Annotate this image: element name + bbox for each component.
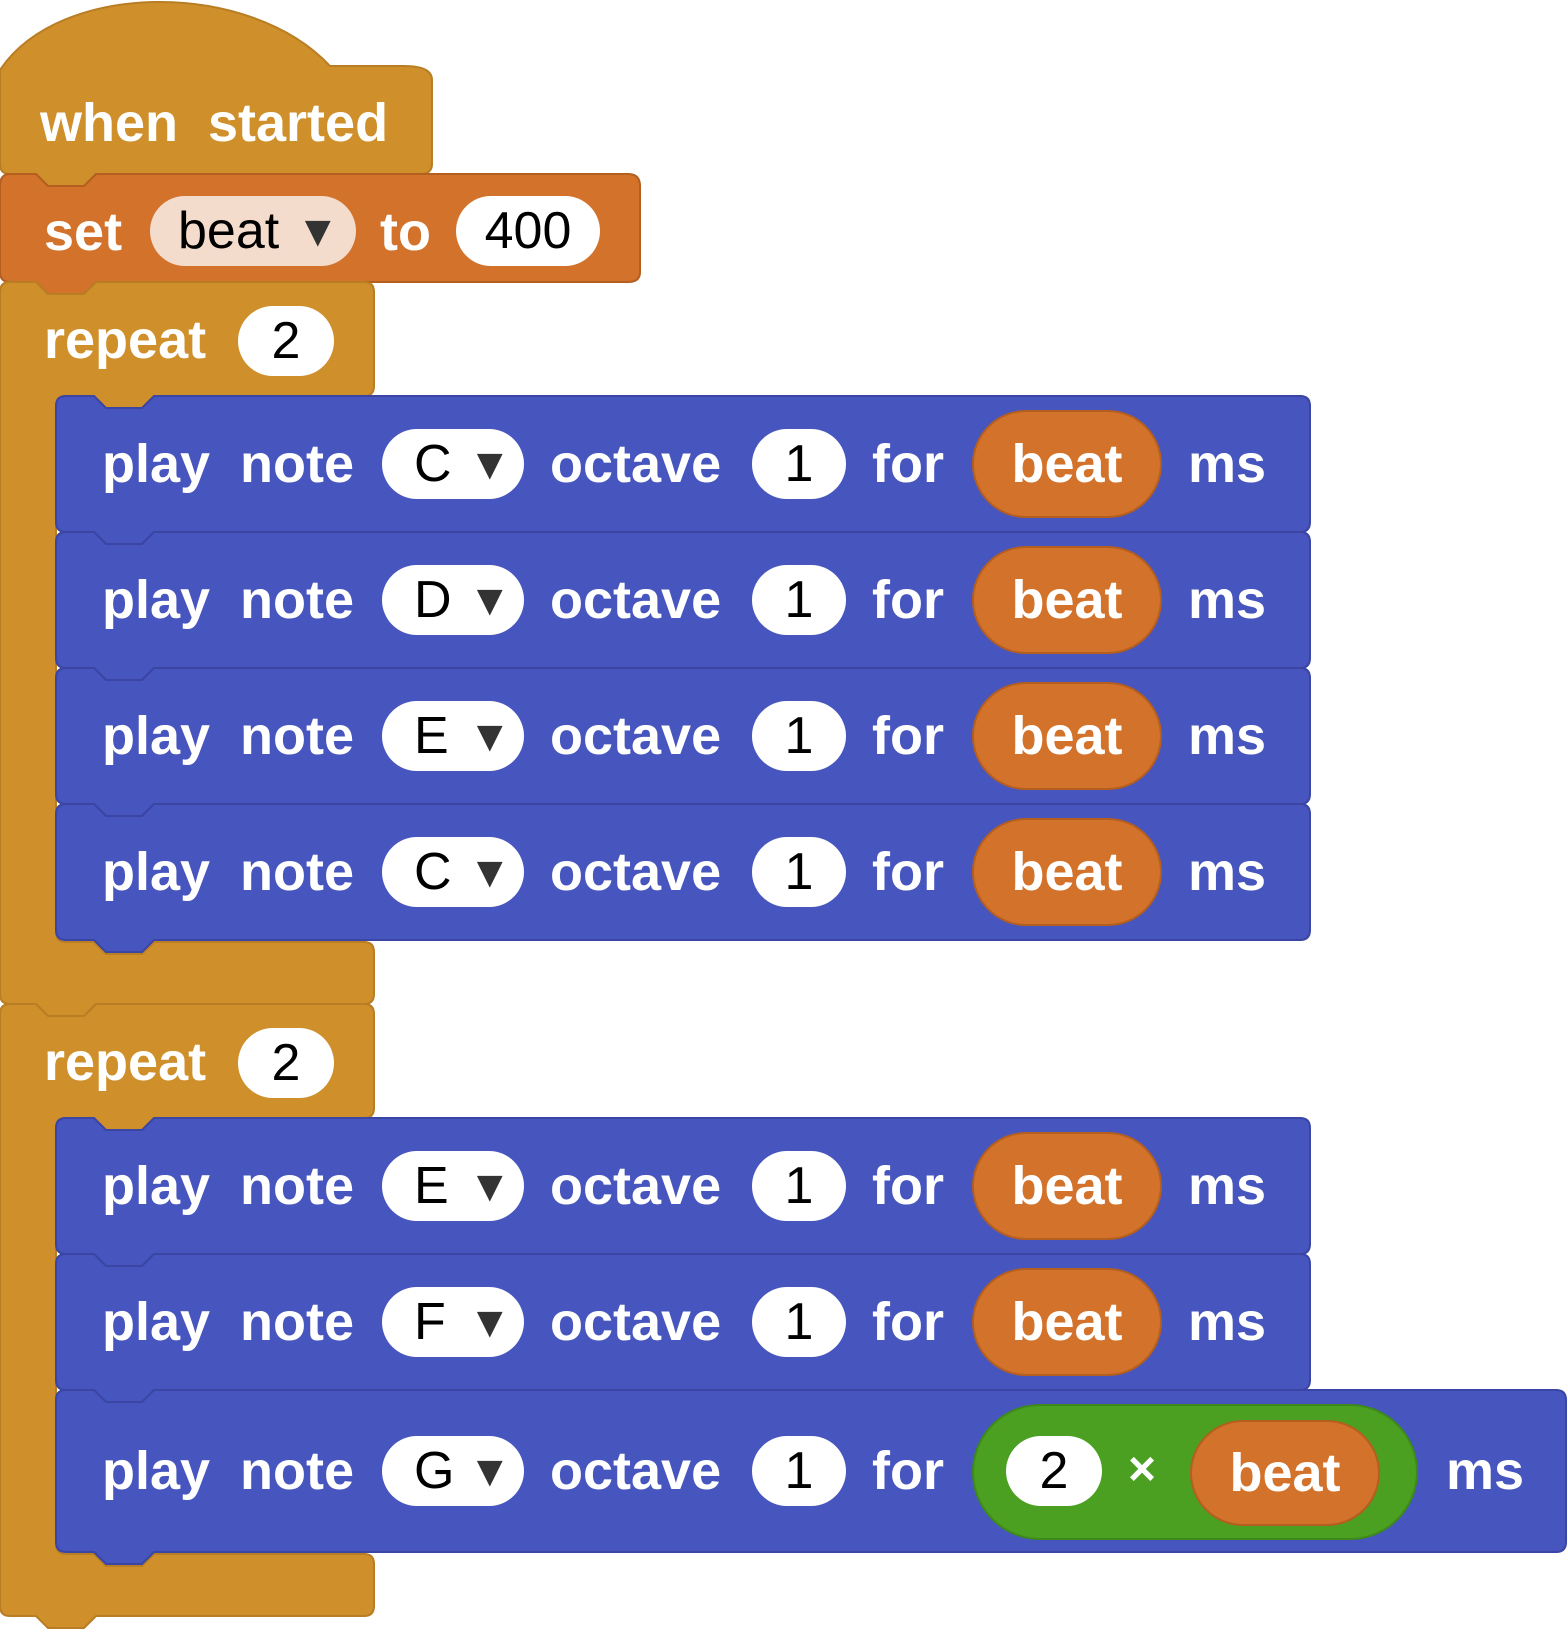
play-label: play [102, 1441, 211, 1501]
note-dropdown[interactable]: G▼ [382, 1436, 524, 1506]
triangle-down-icon: ▼ [468, 711, 512, 761]
octave-label: octave [550, 1292, 722, 1352]
ms-label: ms [1188, 570, 1267, 630]
beat-variable[interactable]: beat [972, 1268, 1162, 1376]
note-value: G [414, 1442, 455, 1500]
repeat-label-2: repeat [44, 1032, 207, 1092]
note-dropdown[interactable]: E▼ [382, 701, 524, 771]
play-label: play [102, 1292, 211, 1352]
started-label: started [208, 93, 389, 153]
note-value: C [414, 435, 452, 493]
ms-label: ms [1188, 434, 1267, 494]
beat-variable[interactable]: beat [972, 818, 1162, 926]
for-label: for [872, 1292, 944, 1352]
multiply-icon: × [1128, 1443, 1157, 1496]
repeat-label-1: repeat [44, 310, 207, 370]
for-label: for [872, 434, 944, 494]
octave-label: octave [550, 1156, 722, 1216]
repeat-block-2[interactable] [0, 1003, 375, 1629]
note-label: note [240, 570, 354, 630]
beat-variable[interactable]: beat [972, 682, 1162, 790]
for-label: for [872, 842, 944, 902]
note-label: note [240, 1441, 354, 1501]
octave-input[interactable]: 1 [752, 837, 846, 907]
note-dropdown[interactable]: E▼ [382, 1151, 524, 1221]
note-value: E [414, 1157, 449, 1215]
beat-variable[interactable]: beat [972, 410, 1162, 518]
play-label: play [102, 842, 211, 902]
note-label: note [240, 1292, 354, 1352]
triangle-down-icon: ▼ [468, 439, 512, 489]
ms-label: ms [1188, 842, 1267, 902]
octave-input[interactable]: 1 [752, 1151, 846, 1221]
for-label: for [872, 1441, 944, 1501]
triangle-down-icon: ▼ [468, 1297, 512, 1347]
play-label: play [102, 706, 211, 766]
note-value: D [414, 571, 452, 629]
note-value: E [414, 707, 449, 765]
note-dropdown[interactable]: C▼ [382, 837, 524, 907]
octave-input[interactable]: 1 [752, 565, 846, 635]
ms-label: ms [1188, 1156, 1267, 1216]
repeat-count-input-1[interactable]: 2 [238, 306, 334, 376]
octave-label: octave [550, 842, 722, 902]
play-label: play [102, 1156, 211, 1216]
note-label: note [240, 434, 354, 494]
octave-input[interactable]: 1 [752, 1436, 846, 1506]
note-dropdown[interactable]: D▼ [382, 565, 524, 635]
triangle-down-icon: ▼ [468, 1161, 512, 1211]
note-value: C [414, 843, 452, 901]
octave-label: octave [550, 570, 722, 630]
beat-variable[interactable]: beat [1190, 1420, 1380, 1526]
triangle-down-icon: ▼ [468, 1446, 512, 1496]
beat-variable[interactable]: beat [972, 1132, 1162, 1240]
ms-label: ms [1446, 1441, 1525, 1501]
when-label: when [40, 93, 179, 153]
triangle-down-icon: ▼ [468, 575, 512, 625]
octave-label: octave [550, 434, 722, 494]
octave-input[interactable]: 1 [752, 701, 846, 771]
note-value: F [414, 1293, 446, 1351]
ms-label: ms [1188, 1292, 1267, 1352]
variable-dropdown[interactable]: beat ▼ [150, 196, 356, 266]
set-label: set [44, 202, 123, 262]
octave-input[interactable]: 1 [752, 429, 846, 499]
to-label: to [380, 202, 431, 262]
multiplier-input[interactable]: 2 [1006, 1436, 1102, 1506]
set-value-input[interactable]: 400 [456, 196, 600, 266]
variable-name: beat [178, 202, 280, 260]
play-label: play [102, 434, 211, 494]
ms-label: ms [1188, 706, 1267, 766]
octave-label: octave [550, 706, 722, 766]
triangle-down-icon: ▼ [296, 206, 340, 256]
octave-input[interactable]: 1 [752, 1287, 846, 1357]
repeat-count-input-2[interactable]: 2 [238, 1028, 334, 1098]
note-label: note [240, 842, 354, 902]
for-label: for [872, 570, 944, 630]
for-label: for [872, 1156, 944, 1216]
for-label: for [872, 706, 944, 766]
note-label: note [240, 706, 354, 766]
play-label: play [102, 570, 211, 630]
beat-variable[interactable]: beat [972, 546, 1162, 654]
repeat-block-1[interactable] [0, 281, 375, 1017]
note-dropdown[interactable]: C▼ [382, 429, 524, 499]
note-label: note [240, 1156, 354, 1216]
triangle-down-icon: ▼ [468, 847, 512, 897]
octave-label: octave [550, 1441, 722, 1501]
note-dropdown[interactable]: F▼ [382, 1287, 524, 1357]
